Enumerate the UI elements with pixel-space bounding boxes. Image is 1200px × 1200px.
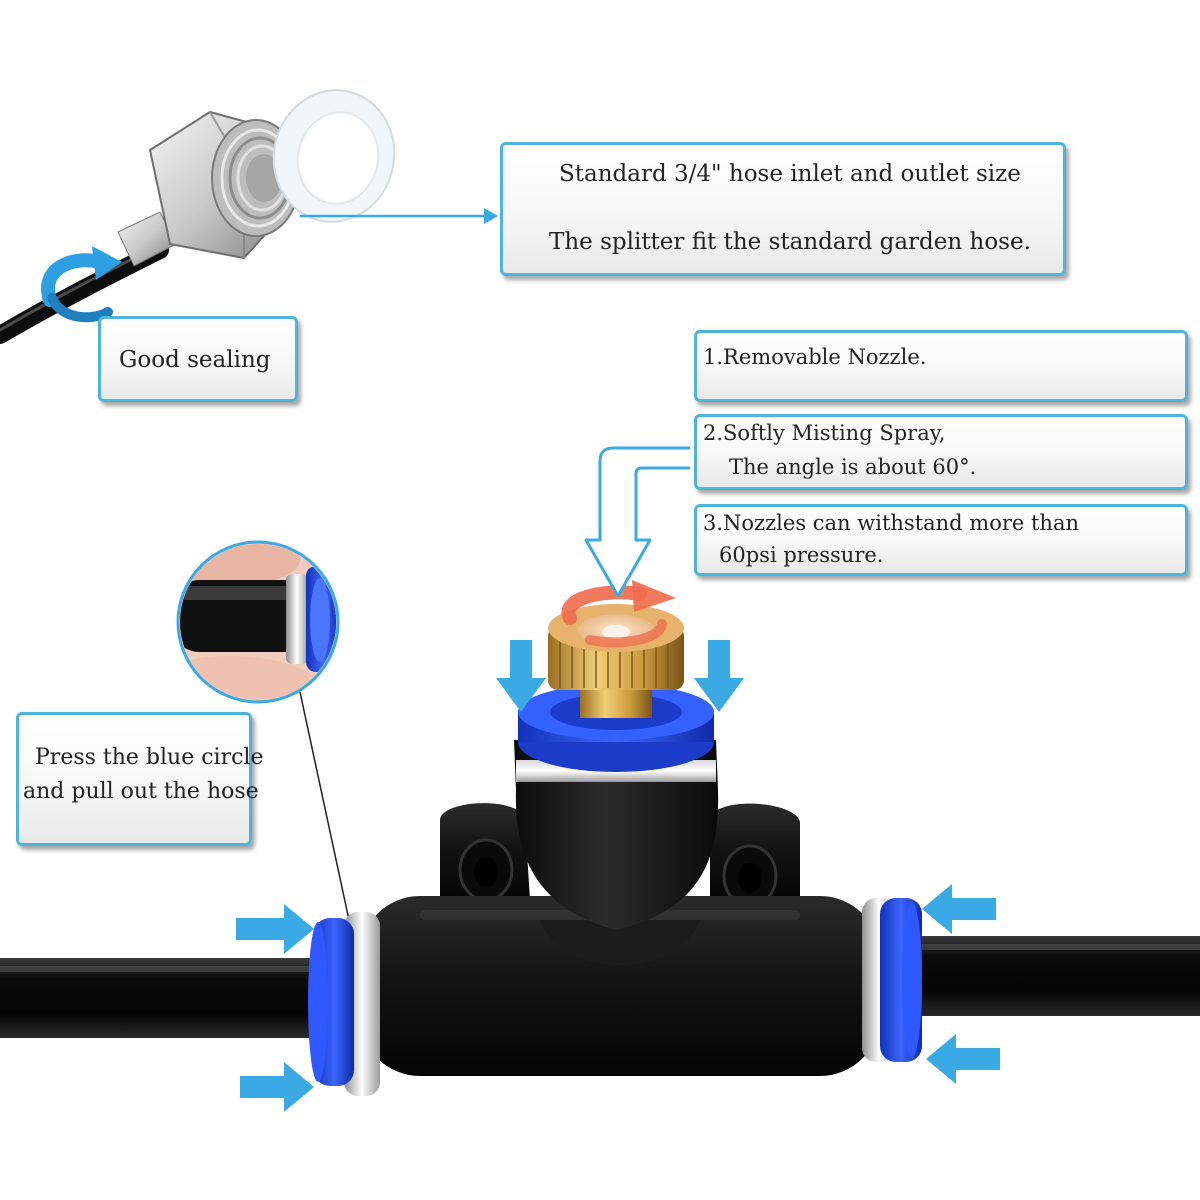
push-arrow-left-top-icon (236, 904, 314, 954)
nozzle-feature-3-line-1: 3.Nozzles can withstand more than (703, 511, 1080, 535)
nozzle-feature-2-line-1: 2.Softly Misting Spray, (703, 421, 946, 445)
rotation-arrow-icon (41, 246, 122, 323)
push-arrow-left-bottom-icon (240, 1062, 314, 1112)
press-down-arrow-right-icon (694, 640, 744, 712)
hose-size-line-1: Standard 3/4" hose inlet and outlet size (559, 161, 1021, 187)
tee-fitting (308, 684, 922, 1096)
nozzle-feature-1-callout: 1.Removable Nozzle. (694, 330, 1188, 402)
nozzle-feature-2-callout: 2.Softly Misting Spray, The angle is abo… (694, 414, 1188, 490)
nozzle-feature-3-line-2: 60psi pressure. (719, 543, 884, 567)
nozzle-feature-1-text: 1.Removable Nozzle. (703, 345, 927, 369)
nozzle-feature-3-callout: 3.Nozzles can withstand more than 60psi … (694, 504, 1188, 576)
washer (272, 89, 396, 223)
nozzle-pointer-arrow-icon (584, 446, 690, 598)
press-ring-callout: Press the blue circle and pull out the h… (16, 712, 264, 846)
sealing-callout: Good sealing (98, 316, 298, 402)
press-ring-line-2: and pull out the hose (23, 779, 259, 804)
push-arrow-right-top-icon (922, 884, 996, 934)
push-arrow-right-bottom-icon (926, 1034, 1000, 1084)
hose-pointer-line (300, 208, 498, 224)
nozzle-rotation-arrow-icon (561, 580, 676, 648)
press-ring-line-1: Press the blue circle (35, 745, 264, 770)
sealing-text: Good sealing (119, 347, 271, 373)
zoom-detail-circle (176, 540, 353, 935)
hose-size-callout: Standard 3/4" hose inlet and outlet size… (500, 142, 1066, 276)
nozzle-feature-2-line-2: The angle is about 60°. (729, 455, 977, 479)
hose-size-line-2: The splitter fit the standard garden hos… (549, 229, 1031, 255)
press-down-arrow-left-icon (496, 640, 546, 712)
